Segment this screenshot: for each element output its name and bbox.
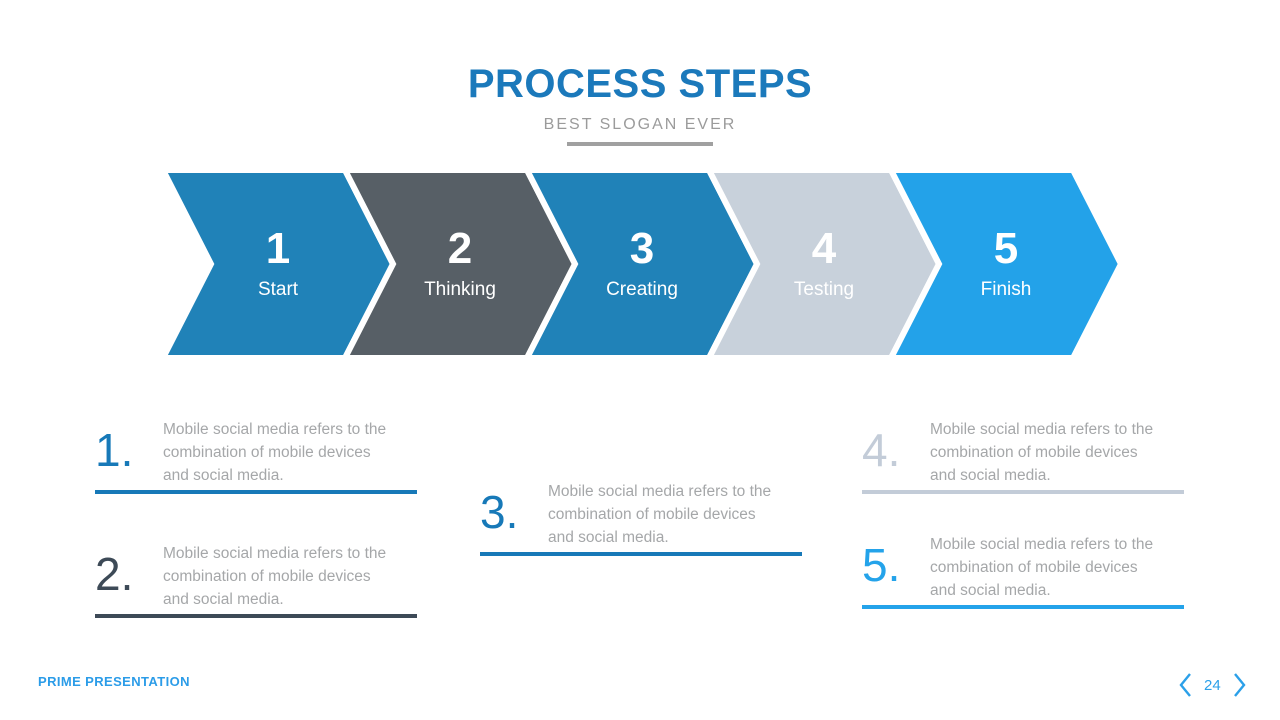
detail-underline (480, 552, 802, 556)
chevron-shape-5 (886, 167, 1125, 361)
detail-block-3: 3. Mobile social media refers to the com… (480, 475, 802, 556)
step-label: Testing (793, 279, 855, 300)
page-number: 24 (1204, 676, 1221, 694)
detail-underline (95, 490, 417, 494)
detail-number: 1. (95, 424, 134, 476)
step-number: 4 (811, 224, 837, 273)
step-number: 1 (265, 224, 291, 273)
detail-text: Mobile social media refers to the combin… (930, 536, 1154, 599)
step-number: 5 (993, 224, 1019, 273)
process-step-4: 4 Testing (709, 170, 939, 358)
detail-number: 2. (95, 548, 134, 600)
page-navigation: 24 (1178, 671, 1247, 699)
detail-number: 4. (862, 424, 901, 476)
process-step-5: 5 Finish (891, 170, 1121, 358)
step-label: Start (257, 279, 299, 300)
detail-text: Mobile social media refers to the combin… (163, 421, 387, 484)
detail-number: 3. (480, 486, 519, 538)
step-label: Creating (606, 279, 678, 300)
page-title: PROCESS STEPS (467, 62, 813, 106)
step-number: 2 (447, 224, 473, 273)
subtitle-divider (567, 142, 713, 146)
detail-underline (862, 605, 1184, 609)
detail-underline (95, 614, 417, 618)
detail-block-1: 1. Mobile social media refers to the com… (95, 413, 417, 494)
step-number: 3 (629, 224, 655, 273)
detail-text: Mobile social media refers to the combin… (163, 545, 387, 608)
detail-block-4: 4. Mobile social media refers to the com… (862, 413, 1184, 494)
brand-text: PRIME PRESENTATION (38, 674, 190, 689)
step-label: Finish (980, 279, 1032, 300)
detail-underline (862, 490, 1184, 494)
process-step-2: 2 Thinking (345, 170, 575, 358)
detail-number: 5. (862, 539, 901, 591)
page-subtitle: BEST SLOGAN EVER (543, 116, 737, 133)
process-step-1: 1 Start (163, 170, 393, 358)
process-step-labels: 1 Start 2 Thinking 3 Creating 4 Testing … (163, 170, 1121, 358)
process-arrow-band (158, 167, 1125, 361)
step-label: Thinking (424, 279, 496, 300)
chevron-right-icon[interactable] (1232, 671, 1247, 699)
detail-text: Mobile social media refers to the combin… (548, 483, 772, 546)
detail-block-2: 2. Mobile social media refers to the com… (95, 537, 417, 618)
chevron-left-icon[interactable] (1178, 671, 1193, 699)
process-step-3: 3 Creating (527, 170, 757, 358)
detail-block-5: 5. Mobile social media refers to the com… (862, 528, 1184, 609)
detail-text: Mobile social media refers to the combin… (930, 421, 1154, 484)
